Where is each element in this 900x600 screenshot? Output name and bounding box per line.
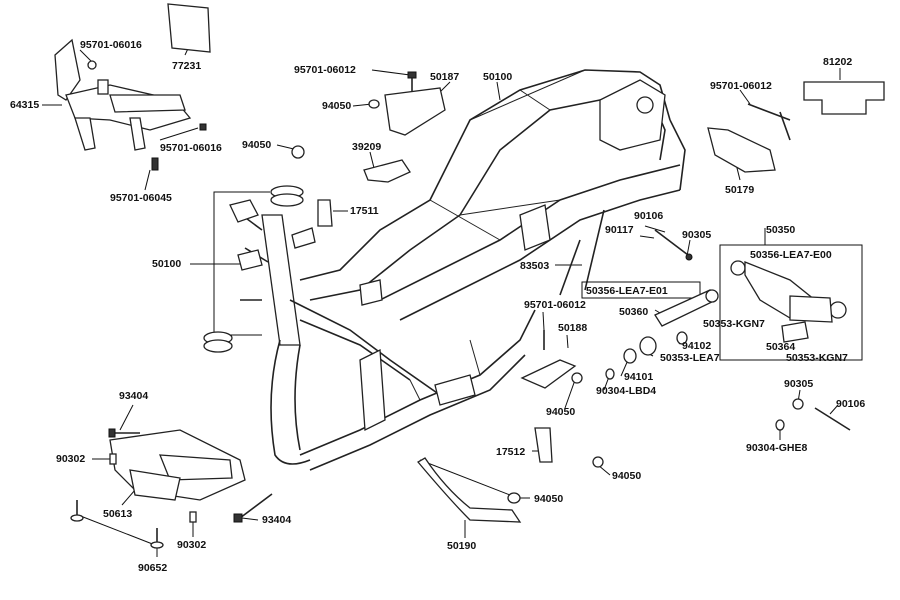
label-50179: 50179 xyxy=(725,184,755,196)
label-90302-a: 90302 xyxy=(56,453,86,465)
label-90302-b: 90302 xyxy=(177,539,207,551)
nut-94050-a xyxy=(571,372,583,384)
label-95701-06016-b: 95701-06016 xyxy=(160,142,222,154)
label-94050-a: 94050 xyxy=(322,100,352,112)
label-95701-06012-c: 95701-06012 xyxy=(524,299,586,311)
label-94101: 94101 xyxy=(624,371,654,383)
label-95701-06012-b: 95701-06012 xyxy=(710,80,772,92)
label-94102: 94102 xyxy=(682,340,712,352)
plate-81202 xyxy=(803,81,885,115)
label-90305-b: 90305 xyxy=(784,378,814,390)
label-17512: 17512 xyxy=(496,446,526,458)
label-39209: 39209 xyxy=(352,141,382,153)
label-90305-a: 90305 xyxy=(682,229,712,241)
nut-90305 xyxy=(792,398,804,410)
rod-83503 xyxy=(559,239,581,296)
label-94050-d: 94050 xyxy=(612,470,642,482)
tray-50613 xyxy=(109,429,246,501)
main-frame-50100 xyxy=(229,69,686,471)
label-50100-a: 50100 xyxy=(483,71,513,83)
label-50613: 50613 xyxy=(103,508,133,520)
bolt-93404-b xyxy=(239,493,273,519)
bolt-right xyxy=(747,103,791,121)
label-90304-ghe8: 90304-GHE8 xyxy=(746,442,808,454)
label-94050-c: 94050 xyxy=(546,406,576,418)
shaft-90106-b xyxy=(814,407,851,431)
label-50190: 50190 xyxy=(447,540,477,552)
label-50364: 50364 xyxy=(766,341,796,353)
label-83503: 83503 xyxy=(520,260,550,272)
label-50356-lea7-e00: 50356-LEA7-E00 xyxy=(750,249,832,261)
label-95701-06012-a: 95701-06012 xyxy=(294,64,356,76)
nut-94050-c xyxy=(507,492,521,504)
engine-hanger-box-50350 xyxy=(719,244,863,361)
nut-94050-b xyxy=(592,456,604,468)
bracket-17511 xyxy=(317,199,333,227)
label-50360: 50360 xyxy=(619,306,649,318)
label-81202: 81202 xyxy=(823,56,853,68)
label-93404-a: 93404 xyxy=(119,390,149,402)
shaft-90106 xyxy=(654,229,693,259)
guard-50179 xyxy=(707,127,776,173)
label-50187: 50187 xyxy=(430,71,460,83)
clip-90302-a xyxy=(109,453,117,465)
bracket-50187 xyxy=(384,87,446,136)
label-95701-06016-a: 95701-06016 xyxy=(80,39,142,51)
label-50353-kgn7-b: 50353-KGN7 xyxy=(786,352,848,364)
engine-hanger-50350 xyxy=(730,260,847,343)
label-50353-lea7: 50353-LEA7 xyxy=(660,352,720,364)
label-17511: 17511 xyxy=(350,205,379,217)
bracket-64315 xyxy=(54,38,207,171)
pins-90652 xyxy=(70,500,164,549)
shaft-90117 xyxy=(584,209,605,291)
label-90652: 90652 xyxy=(138,562,168,574)
nut-90304-lbd4 xyxy=(605,368,615,380)
label-50356-lea7-e01: 50356-LEA7-E01 xyxy=(586,285,668,297)
label-64315: 64315 xyxy=(10,99,40,111)
bracket-39209 xyxy=(363,159,411,183)
label-95701-06045: 95701-06045 xyxy=(110,192,172,204)
label-50353-kgn7-a: 50353-KGN7 xyxy=(703,318,765,330)
label-90106-b: 90106 xyxy=(836,398,866,410)
label-93404-b: 93404 xyxy=(262,514,292,526)
label-90304-lbd4: 90304-LBD4 xyxy=(596,385,657,397)
washer-94101 xyxy=(623,348,637,364)
label-77231: 77231 xyxy=(172,60,202,72)
label-50188: 50188 xyxy=(558,322,588,334)
bolts-top xyxy=(291,71,417,159)
link-box-50360 xyxy=(581,281,701,299)
bracket-50188 xyxy=(520,359,577,389)
label-50350: 50350 xyxy=(766,224,796,236)
washer-94102 xyxy=(676,331,688,345)
plate-77231 xyxy=(167,3,211,53)
bushing-50353-lea7 xyxy=(639,336,657,356)
clip-90302-b xyxy=(189,511,197,523)
label-90106-a: 90106 xyxy=(634,210,664,222)
bracket-17512 xyxy=(534,427,553,463)
label-90117: 90117 xyxy=(605,224,634,236)
label-50100-b: 50100 xyxy=(152,258,182,270)
guard-50190 xyxy=(417,457,522,523)
label-94050-e: 94050 xyxy=(534,493,564,505)
nut-90304-ghe8 xyxy=(775,419,785,431)
label-94050-b: 94050 xyxy=(242,139,272,151)
